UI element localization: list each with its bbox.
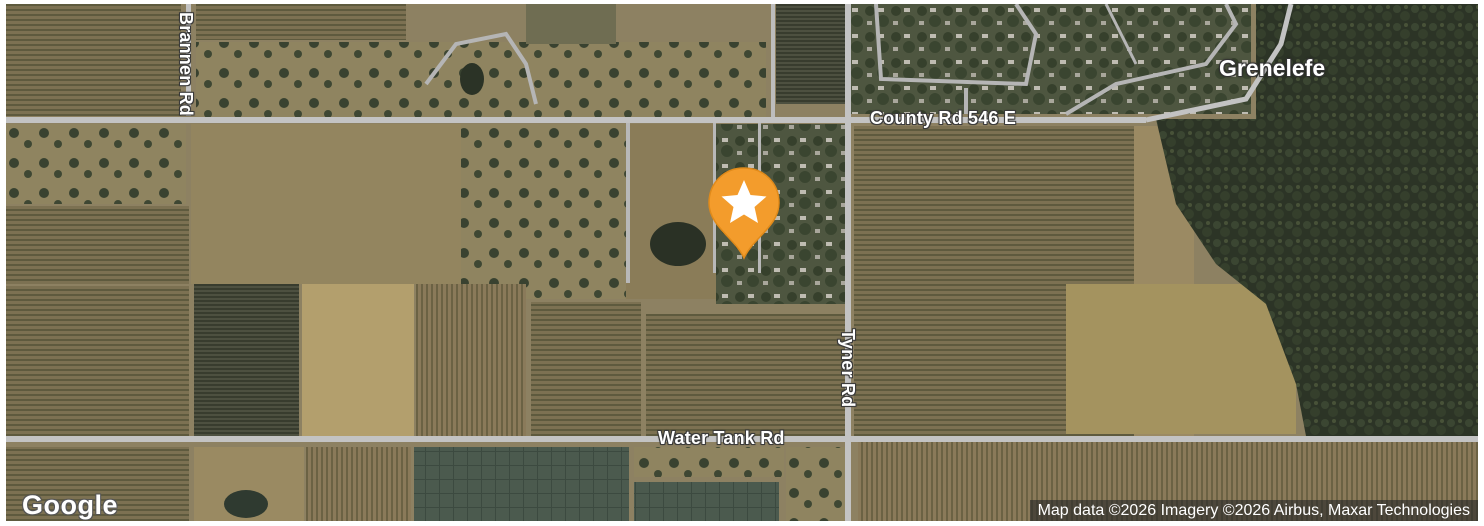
road-label-brannen-rd: Brannen Rd	[176, 12, 196, 117]
satellite-imagery	[6, 4, 1478, 521]
google-logo: Google	[22, 490, 118, 520]
road-label-county-rd-546-e: County Rd 546 E	[870, 108, 1017, 128]
map-attribution: Map data ©2026 Imagery ©2026 Airbus, Max…	[1029, 500, 1478, 521]
location-pin-marker[interactable]	[705, 166, 783, 262]
place-label-grenelefe: Grenelefe	[1219, 55, 1326, 81]
satellite-map[interactable]: County Rd 546 E Water Tank Rd Tyner Rd B…	[6, 4, 1478, 521]
road-label-water-tank-rd: Water Tank Rd	[658, 428, 785, 448]
road-label-tyner-rd: Tyner Rd	[838, 329, 858, 408]
star-icon	[708, 167, 780, 260]
